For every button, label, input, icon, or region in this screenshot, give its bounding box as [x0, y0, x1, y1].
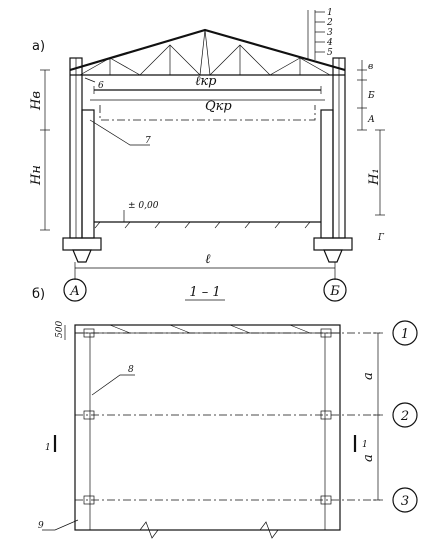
axis-a-circle	[63, 278, 87, 302]
cut-mark-right: 1	[362, 440, 368, 450]
section-a-marker: а)	[32, 39, 45, 54]
layer-3: 3	[327, 28, 333, 38]
layer-1: 1	[327, 8, 333, 18]
callout-6: 6	[98, 81, 104, 91]
axis-b-circle	[323, 278, 347, 302]
roof-layers: 1 2 3 4 5	[307, 8, 333, 60]
layer-5: 5	[327, 48, 333, 58]
cut-mark-left: 1	[45, 443, 51, 453]
left-dimensions: Нв Нн	[29, 69, 50, 231]
callout-8-leader	[91, 374, 135, 396]
layer-4: 4	[326, 38, 333, 48]
callout-9: 9	[38, 521, 44, 531]
crane-load-label: Qкр	[205, 99, 232, 114]
right-column	[313, 57, 353, 263]
crane-span: ℓкр Qкр	[90, 74, 325, 121]
plan-outline	[74, 324, 341, 531]
dim-lower-height: Нн	[29, 165, 44, 186]
dim-upper-height: Нв	[29, 91, 44, 111]
callout-9-leader	[42, 519, 79, 531]
cut-marks: 1 1	[45, 435, 368, 453]
axis-2-label: 2	[400, 409, 409, 424]
section-a-elevation: а)	[29, 8, 385, 302]
elevation-label: ± 0,00	[128, 201, 159, 211]
axis-b-label: Б	[329, 284, 340, 299]
dim-b: Б	[367, 91, 375, 101]
callout-7-leader	[89, 119, 150, 146]
span-dimension: ℓ А Б	[63, 252, 347, 302]
axis-1-circle	[392, 320, 418, 346]
callout-8: 8	[128, 365, 134, 375]
section-b-plan: б) 1 – 1 500 1	[32, 285, 418, 539]
dim-h1: Н₁	[367, 168, 382, 186]
layer-2: 2	[326, 18, 333, 28]
axis-3-circle	[392, 487, 418, 513]
roof-truss	[69, 28, 346, 76]
axis-1-label: 1	[401, 327, 409, 342]
dim-g: Г	[377, 233, 385, 243]
axis-2-circle	[392, 402, 418, 428]
crane-span-label: ℓкр	[195, 74, 217, 89]
dim-v: в	[368, 62, 373, 72]
floor: ± 0,00	[94, 201, 321, 229]
callout-7: 7	[145, 136, 151, 146]
section-title: 1 – 1	[189, 285, 220, 300]
right-dimensions: в Б А Н₁ Г	[357, 60, 385, 243]
left-column	[62, 57, 102, 263]
dim-a: А	[367, 115, 375, 125]
axis-a-label: А	[69, 284, 80, 299]
span-label: ℓ	[205, 252, 211, 267]
axis-3-label: 3	[401, 494, 409, 509]
section-b-marker: б)	[32, 287, 45, 302]
callout-6-leader	[84, 77, 96, 83]
dim-a-lower: а	[361, 454, 376, 462]
dim-a-upper: а	[361, 372, 376, 380]
dim-top-500: 500	[55, 321, 65, 338]
